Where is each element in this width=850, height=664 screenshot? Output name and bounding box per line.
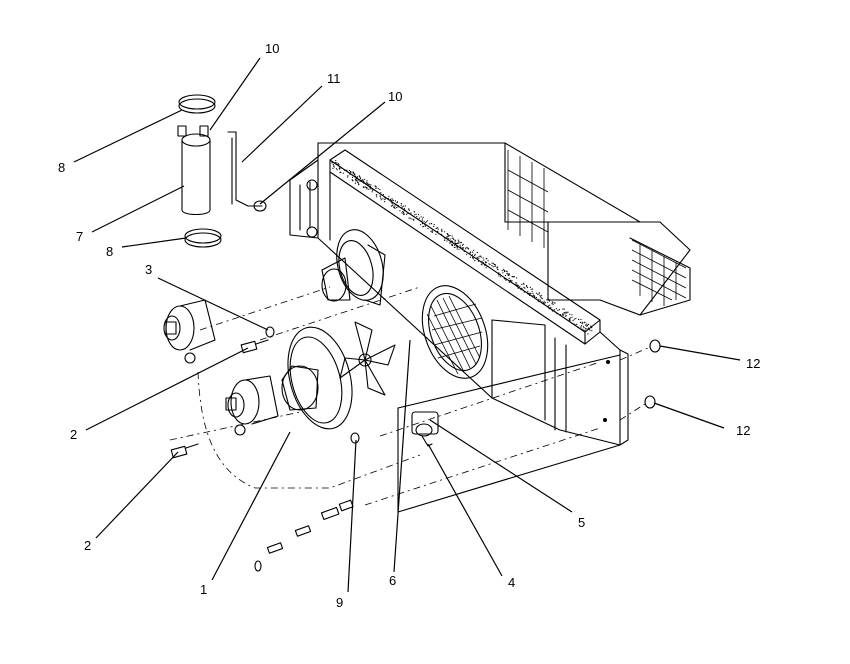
lower-fan-assembly [281,321,396,430]
callout-1: 1 [200,582,207,597]
fan-blade [339,321,396,396]
screw-upper [240,339,269,354]
rear-louver-panel [507,150,549,248]
callout-9: 9 [336,595,343,610]
callout-labels: 10 11 10 8 7 8 3 12 12 2 2 5 4 6 9 1 [58,41,760,610]
foam-strip [329,149,601,345]
hose-clamp-lower [184,228,222,248]
callout-10-upper: 10 [265,41,279,56]
callout-12-lower: 12 [736,423,750,438]
grommet-right [644,339,661,409]
washer [265,326,275,338]
connector-chain [254,432,360,572]
callout-2-lower: 2 [84,538,91,553]
callout-6: 6 [389,573,396,588]
callout-7: 7 [76,229,83,244]
upper-fan-shroud [321,229,386,306]
callout-11: 11 [327,71,341,86]
callout-10-lower: 10 [388,89,402,104]
tube [227,131,267,212]
callout-5: 5 [578,515,585,530]
tank [177,125,211,216]
fan-grille [421,285,489,379]
housing-assembly [289,142,691,513]
callout-3: 3 [145,262,152,277]
callout-8-upper: 8 [58,160,65,175]
callout-12-upper: 12 [746,356,760,371]
callout-4: 4 [508,575,515,590]
right-louver-panel [631,239,687,306]
switch [411,411,439,447]
upper-motor [163,299,216,364]
screw-lower [170,443,199,459]
hose-clamp-upper [178,94,216,114]
assembly-center-lines [169,286,649,506]
callout-2-upper: 2 [70,427,77,442]
leader-lines [73,57,741,593]
callout-8-lower: 8 [106,244,113,259]
lower-motor [225,375,279,436]
